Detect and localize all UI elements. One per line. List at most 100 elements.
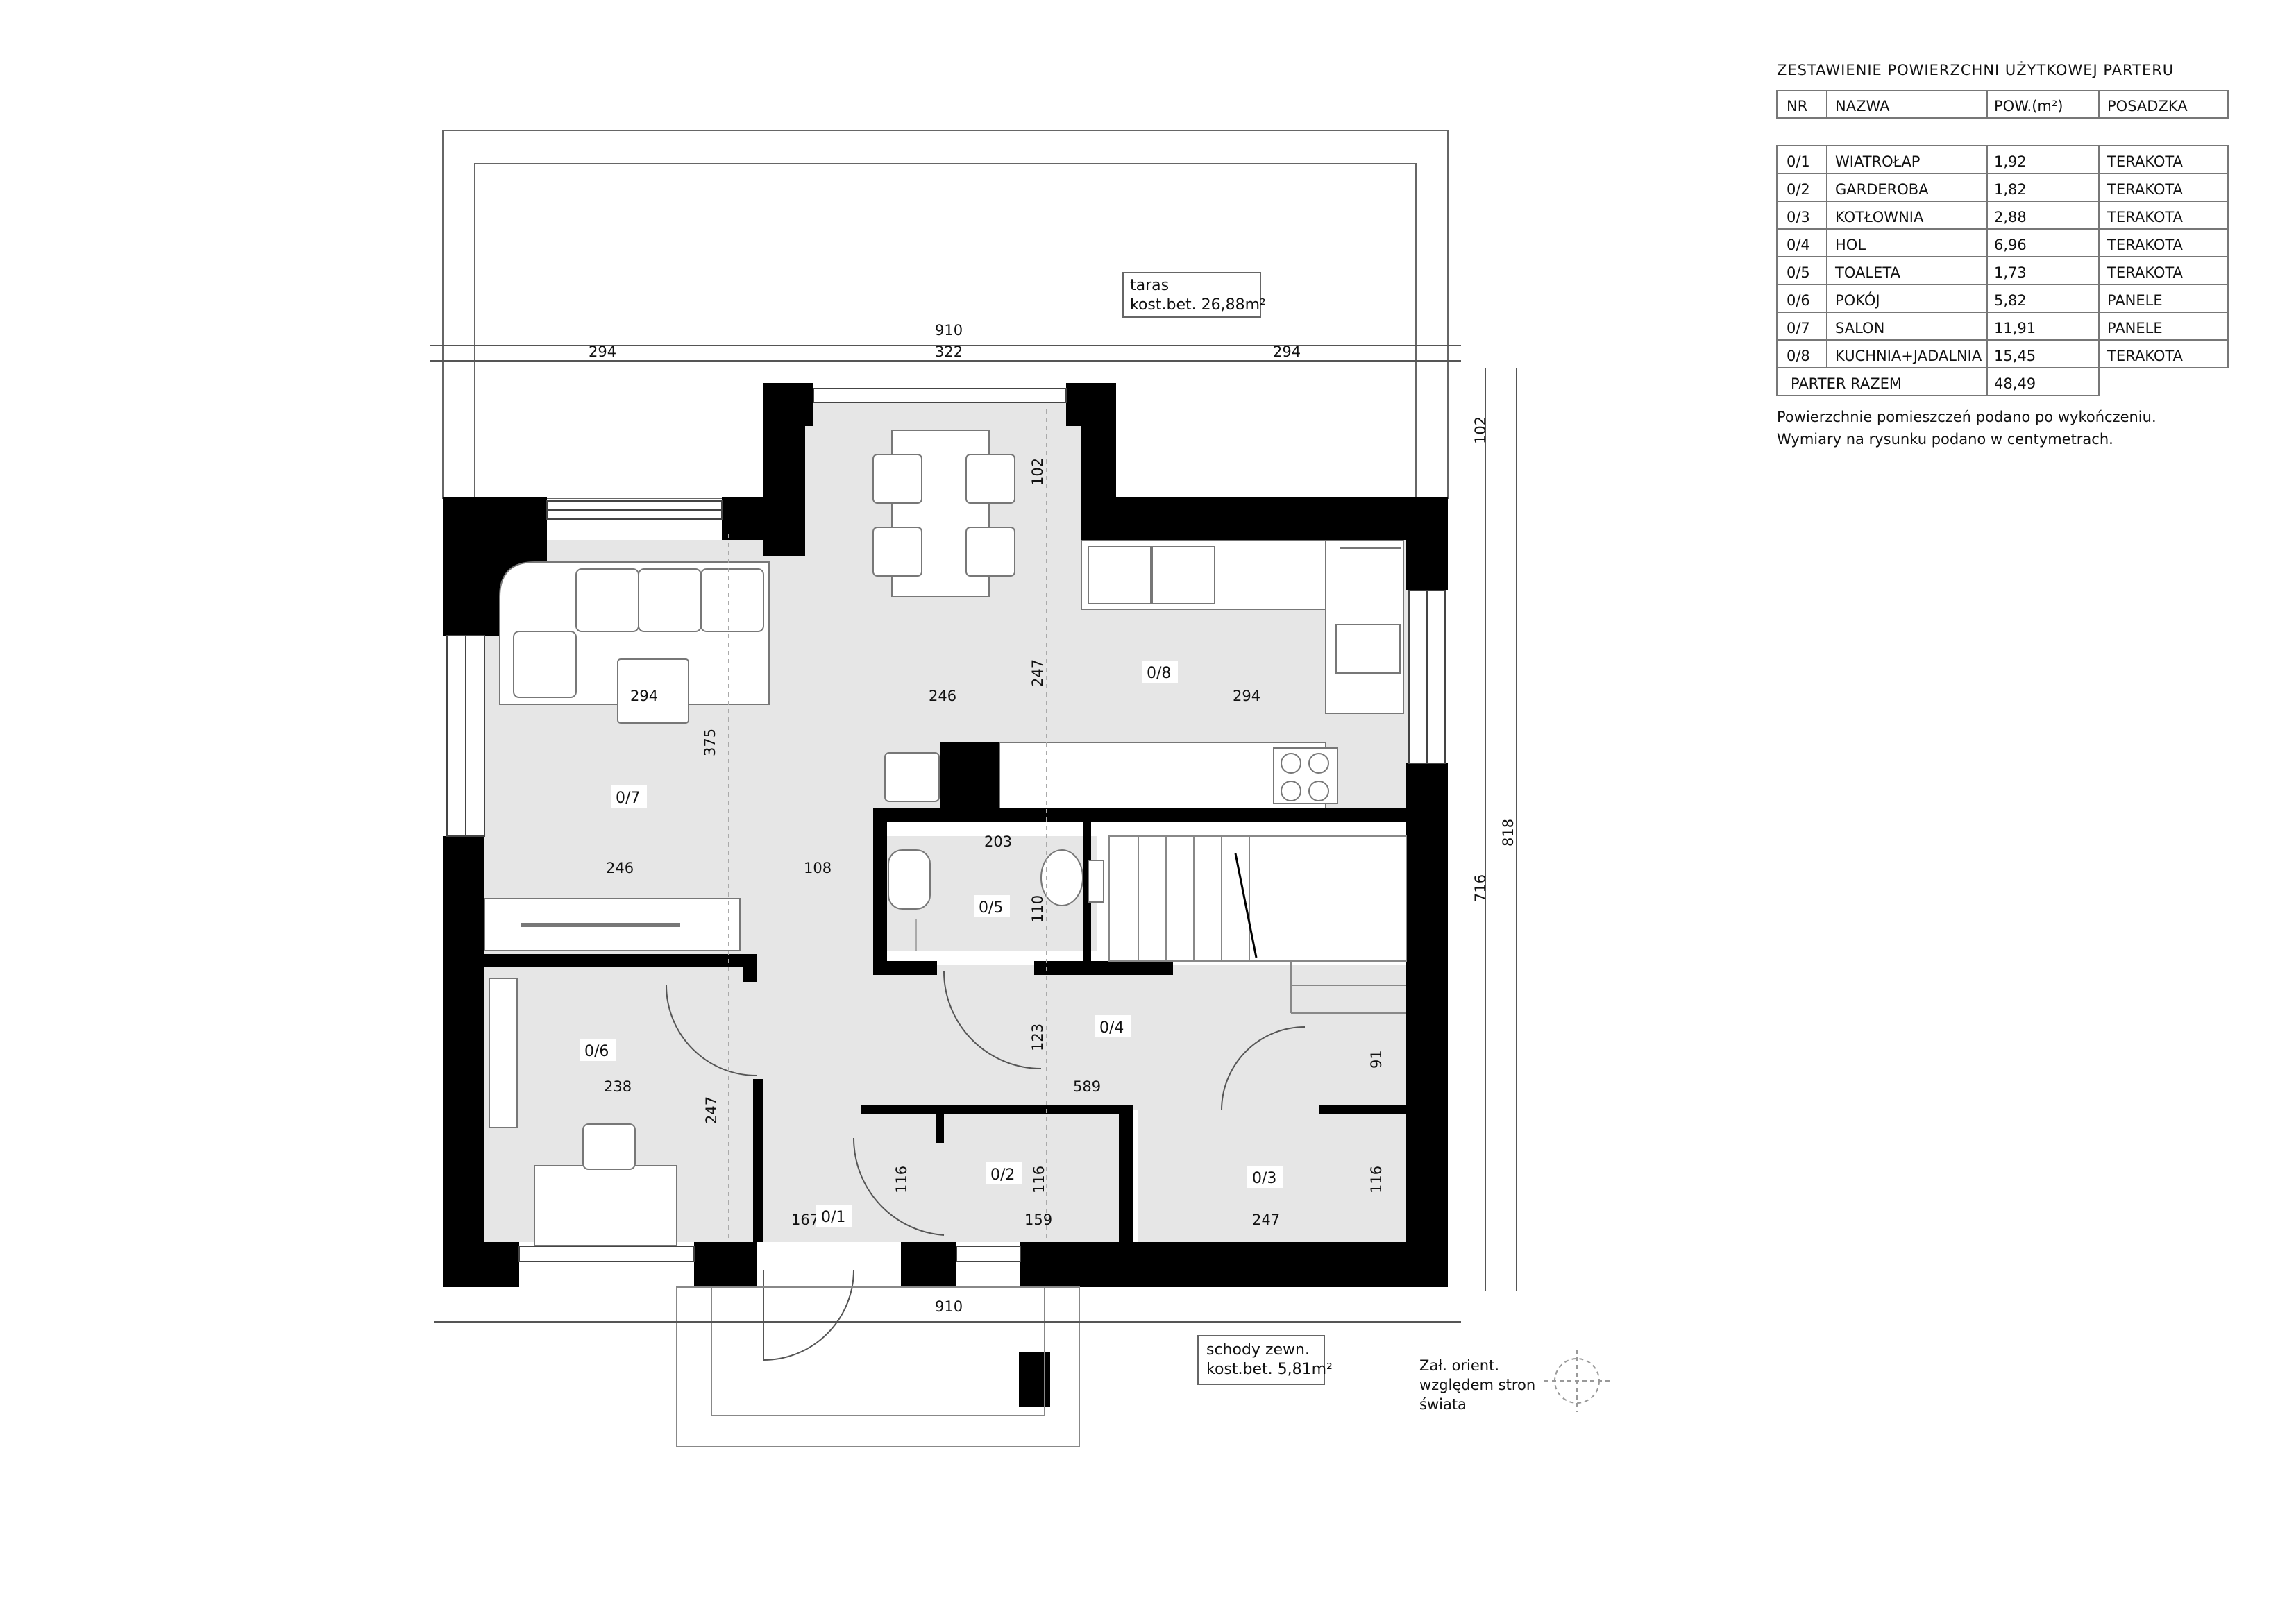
stairs-label: schody zewn. kost.bet. 5,81m² (1197, 1335, 1333, 1385)
svg-text:5,82: 5,82 (1994, 292, 2027, 309)
svg-text:246: 246 (929, 688, 956, 704)
svg-text:TERAKOTA: TERAKOTA (2107, 348, 2184, 364)
svg-text:48,49: 48,49 (1994, 375, 2036, 392)
entrance-stairs (676, 1286, 1080, 1447)
svg-text:167: 167 (791, 1212, 819, 1228)
svg-text:0/8: 0/8 (1147, 665, 1171, 682)
svg-text:123: 123 (1029, 1023, 1046, 1051)
svg-text:238: 238 (604, 1078, 632, 1095)
svg-text:1,73: 1,73 (1994, 264, 2027, 281)
svg-text:0/3: 0/3 (1787, 209, 1810, 226)
svg-text:KUCHNIA+JADALNIA: KUCHNIA+JADALNIA (1835, 348, 1982, 364)
svg-text:Powierzchnie pomieszczeń podan: Powierzchnie pomieszczeń podano po wykoń… (1777, 409, 2156, 425)
table-row: 0/2 GARDEROBA 1,82 TERAKOTA (1787, 181, 2184, 198)
terrace-label: taras kost.bet. 26,88m² (1122, 272, 1266, 318)
svg-text:względem stron: względem stron (1419, 1377, 1535, 1393)
table-row: 0/3 KOTŁOWNIA 2,88 TERAKOTA (1787, 209, 2184, 226)
svg-text:schody zewn.: schody zewn. (1206, 1341, 1310, 1359)
svg-text:15,45: 15,45 (1994, 348, 2036, 364)
svg-text:116: 116 (1368, 1166, 1385, 1193)
room-label-0-1: 0/1 (816, 1205, 852, 1227)
room-labels: 0/7 0/8 0/5 0/4 0/6 0/2 0/3 0/1 (580, 661, 1283, 1227)
svg-text:NR: NR (1787, 98, 1807, 114)
svg-text:2,88: 2,88 (1994, 209, 2027, 226)
svg-text:SALON: SALON (1835, 320, 1884, 337)
room-label-0-6: 0/6 (580, 1039, 616, 1061)
svg-text:102: 102 (1029, 458, 1046, 486)
svg-text:KOTŁOWNIA: KOTŁOWNIA (1835, 209, 1924, 226)
svg-text:POSADZKA: POSADZKA (2107, 98, 2188, 114)
svg-text:0/5: 0/5 (1787, 264, 1810, 281)
svg-text:322: 322 (935, 343, 963, 360)
area-table-title: ZESTAWIENIE POWIERZCHNI UŻYTKOWEJ PARTER… (1777, 61, 2174, 78)
dimension-labels: 910 294 322 294 910 102 818 716 294 246 … (589, 322, 1517, 1315)
svg-text:102: 102 (1472, 416, 1489, 444)
svg-text:GARDEROBA: GARDEROBA (1835, 181, 1929, 198)
svg-text:HOL: HOL (1835, 237, 1866, 253)
svg-text:świata: świata (1419, 1396, 1467, 1413)
svg-text:203: 203 (984, 833, 1012, 850)
svg-text:294: 294 (589, 343, 616, 360)
svg-text:375: 375 (702, 729, 718, 756)
dimension-lines (430, 345, 1517, 1323)
table-row: 0/5 TOALETA 1,73 TERAKOTA (1787, 264, 2184, 281)
svg-text:TERAKOTA: TERAKOTA (2107, 153, 2184, 170)
svg-text:294: 294 (630, 688, 658, 704)
svg-text:247: 247 (1029, 659, 1046, 687)
svg-text:589: 589 (1073, 1078, 1101, 1095)
svg-text:0/6: 0/6 (1787, 292, 1810, 309)
room-label-0-2: 0/2 (986, 1162, 1022, 1184)
svg-text:6,96: 6,96 (1994, 237, 2027, 253)
svg-text:247: 247 (703, 1096, 720, 1124)
table-row: 0/8 KUCHNIA+JADALNIA 15,45 TERAKOTA (1787, 348, 2184, 364)
svg-text:91: 91 (1368, 1050, 1385, 1069)
svg-text:TERAKOTA: TERAKOTA (2107, 264, 2184, 281)
svg-text:0/2: 0/2 (990, 1166, 1015, 1184)
svg-text:PANELE: PANELE (2107, 292, 2163, 309)
area-table-notes: Powierzchnie pomieszczeń podano po wykoń… (1777, 409, 2156, 448)
svg-text:WIATROŁAP: WIATROŁAP (1835, 153, 1920, 170)
svg-text:NAZWA: NAZWA (1835, 98, 1890, 114)
svg-text:247: 247 (1252, 1212, 1280, 1228)
stairs (1108, 835, 1407, 1014)
svg-text:TOALETA: TOALETA (1834, 264, 1901, 281)
svg-text:0/7: 0/7 (1787, 320, 1810, 337)
table-total-row: PARTER RAZEM 48,49 (1791, 375, 2036, 392)
svg-text:116: 116 (1031, 1166, 1047, 1193)
svg-text:716: 716 (1472, 874, 1489, 902)
windows (446, 388, 1446, 1262)
room-label-0-3: 0/3 (1247, 1166, 1283, 1188)
svg-text:0/3: 0/3 (1252, 1170, 1276, 1187)
room-label-0-7: 0/7 (611, 785, 647, 808)
svg-text:0/1: 0/1 (821, 1209, 845, 1226)
svg-text:0/7: 0/7 (616, 790, 640, 807)
svg-text:kost.bet. 26,88m²: kost.bet. 26,88m² (1130, 296, 1266, 314)
svg-text:1,92: 1,92 (1994, 153, 2027, 170)
svg-text:818: 818 (1500, 819, 1517, 847)
svg-text:POKÓJ: POKÓJ (1835, 291, 1880, 309)
svg-text:1,82: 1,82 (1994, 181, 2027, 198)
svg-text:159: 159 (1024, 1212, 1052, 1228)
furniture (484, 430, 1401, 1246)
svg-text:TERAKOTA: TERAKOTA (2107, 181, 2184, 198)
table-row: 0/7 SALON 11,91 PANELE (1787, 320, 2163, 337)
table-row: 0/1 WIATROŁAP 1,92 TERAKOTA (1787, 153, 2184, 170)
svg-text:kost.bet. 5,81m²: kost.bet. 5,81m² (1206, 1361, 1333, 1378)
svg-text:TERAKOTA: TERAKOTA (2107, 237, 2184, 253)
table-row: 0/4 HOL 6,96 TERAKOTA (1787, 237, 2184, 253)
svg-text:0/4: 0/4 (1099, 1019, 1124, 1037)
svg-text:116: 116 (893, 1166, 910, 1193)
room-label-0-4: 0/4 (1095, 1015, 1131, 1037)
svg-text:Zał. orient.: Zał. orient. (1419, 1357, 1499, 1374)
svg-text:108: 108 (804, 860, 832, 876)
svg-text:294: 294 (1233, 688, 1260, 704)
svg-text:910: 910 (935, 322, 963, 339)
svg-text:0/6: 0/6 (584, 1043, 609, 1060)
svg-text:PANELE: PANELE (2107, 320, 2163, 337)
room-label-0-8: 0/8 (1142, 661, 1178, 683)
svg-text:0/4: 0/4 (1787, 237, 1810, 253)
area-table: ZESTAWIENIE POWIERZCHNI UŻYTKOWEJ PARTER… (1776, 61, 2229, 448)
svg-text:294: 294 (1273, 343, 1301, 360)
svg-text:0/5: 0/5 (979, 899, 1003, 917)
